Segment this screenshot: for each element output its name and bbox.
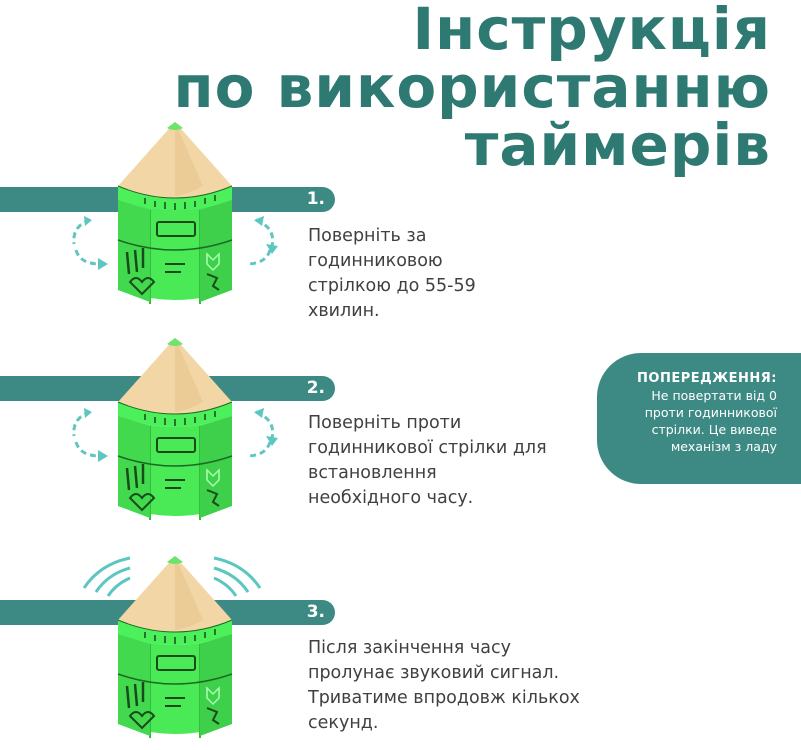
title-line-2: по використанню (173, 53, 771, 121)
step-2-number: 2. (306, 378, 325, 398)
step-2-line-3: встановлення (308, 463, 437, 483)
warning-box: ПОПЕРЕДЖЕННЯ: Не повертати від 0 проти г… (597, 353, 801, 484)
pencil-timer-step-2 (72, 336, 280, 522)
warning-line-1: Не повертати від 0 (651, 388, 777, 403)
warning-title: ПОПЕРЕДЖЕННЯ: (637, 371, 777, 386)
warning-line-2: проти годинникової (644, 405, 777, 420)
step-1-line-1: Поверніть за (308, 226, 427, 246)
step-3-number: 3. (306, 602, 325, 622)
step-2-line-4: необхідного часу. (308, 488, 474, 508)
step-2-line-2: годинникової стрілки для (308, 438, 547, 458)
step-1-number: 1. (306, 189, 325, 209)
step-2-line-1: Поверніть проти (308, 413, 462, 433)
step-3-line-4: секунд. (308, 713, 379, 733)
title-line-1: Інструкція (412, 0, 771, 63)
warning-line-3: стрілки. Це виведе (651, 422, 777, 437)
step-2-text: Поверніть проти годинникової стрілки для… (308, 411, 608, 511)
step-1-line-3: стрілкою до 55-59 (308, 276, 476, 296)
step-1-text: Поверніть за годинниковою стрілкою до 55… (308, 224, 608, 324)
warning-line-4: механізм з ладу (670, 439, 777, 454)
step-1-line-4: хвилин. (308, 301, 380, 321)
pencil-timer-step-3 (82, 554, 262, 740)
step-3-text: Після закінчення часу пролунає звуковий … (308, 636, 608, 736)
pencil-timer-step-1 (72, 120, 280, 306)
sound-waves-icon (82, 556, 262, 597)
step-3-line-2: пролунає звуковий сигнал. (308, 663, 560, 683)
step-3-line-3: Триватиме впродовж кількох (308, 688, 580, 708)
title-line-3: таймерів (464, 111, 771, 179)
page-title: Інструкція по використанню таймерів (174, 0, 772, 174)
step-3-line-1: Після закінчення часу (308, 638, 511, 658)
step-1-line-2: годинниковою (308, 251, 443, 271)
